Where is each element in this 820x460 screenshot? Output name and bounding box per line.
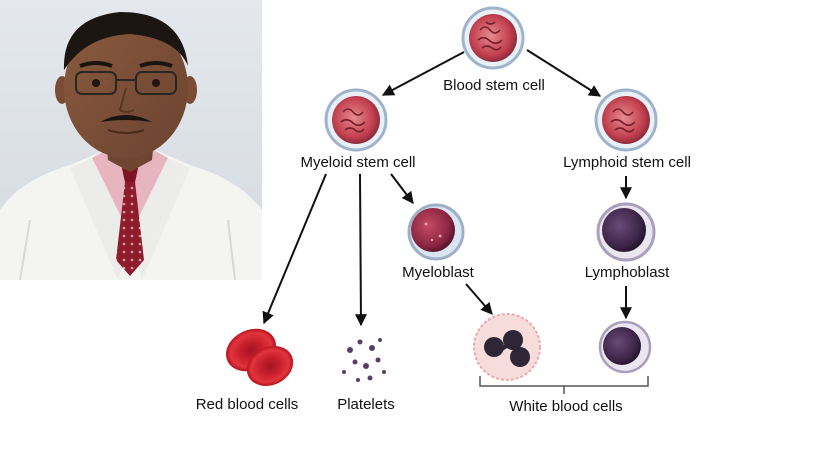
lymphocyte-icon	[598, 320, 652, 374]
lymphoid-stem-cell-icon	[594, 88, 658, 152]
myeloblast-icon	[407, 203, 465, 261]
portrait-photo	[0, 0, 262, 280]
white-blood-cells-bracket	[479, 376, 649, 394]
lymphoid-stem-cell-label: Lymphoid stem cell	[563, 154, 691, 171]
white-blood-cells-label: White blood cells	[509, 398, 622, 415]
platelets-icon	[342, 338, 386, 382]
myeloid-stem-cell-icon	[324, 88, 388, 152]
blood-stem-cell-label: Blood stem cell	[443, 77, 545, 94]
myeloblast-label: Myeloblast	[402, 264, 475, 281]
arrow-myeloid-to-myeloblast	[390, 173, 414, 204]
arrow-myeloid-to-platelets	[354, 173, 367, 327]
neutrophil-icon	[473, 313, 541, 381]
red-blood-cells-label: Red blood cells	[196, 396, 299, 413]
portrait-illustration	[0, 0, 262, 280]
red-blood-cells-icon	[225, 328, 294, 386]
lymphoblast-icon	[596, 202, 656, 262]
lymphoblast-label: Lymphoblast	[585, 264, 670, 281]
arrow-myeloid-to-rbc	[262, 173, 327, 325]
blood-stem-cell-icon	[461, 6, 525, 70]
arrow-stem-to-myeloid	[381, 51, 465, 96]
platelets-label: Platelets	[337, 396, 395, 413]
myeloid-stem-cell-label: Myeloid stem cell	[300, 154, 415, 171]
arrow-myeloblast-to-neutrophil	[465, 283, 493, 315]
arrow-stem-to-lymphoid	[526, 49, 602, 97]
arrows	[262, 49, 632, 327]
